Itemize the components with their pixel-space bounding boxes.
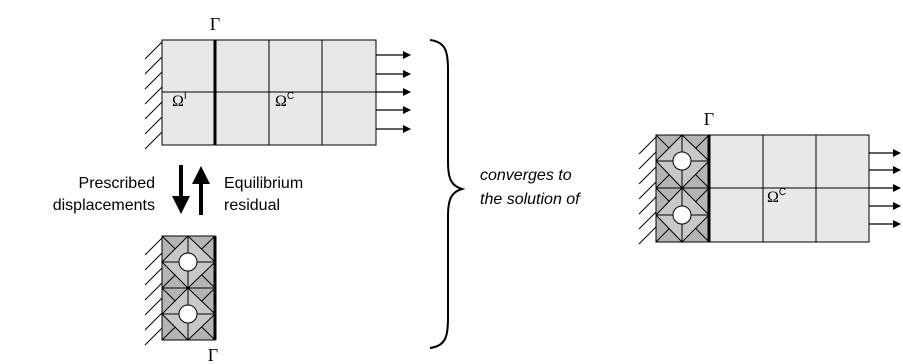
top-gamma-label: Γ [210,14,220,34]
converges-label-line1: converges to [480,167,572,184]
right-atom-lower [672,205,692,225]
right-atom-upper [672,151,692,171]
omega-i-label: ΩI [172,91,187,110]
right-gamma-label: Γ [704,109,714,129]
equilibrium-label-line1: Equilibrium [224,175,303,192]
equilibrium-label-line2: residual [224,197,280,214]
bottom-fine-mesh [161,235,216,341]
curly-brace [429,39,466,349]
top-load-arrows [376,51,411,133]
prescribed-displacements-arrow [172,165,190,214]
bottom-atom-lower [178,304,198,324]
omega-c-label: ΩC [275,91,294,110]
right-load-arrows [869,149,901,228]
bottom-gamma-label: Γ [208,345,218,364]
right-coarse-mesh-lines [709,135,869,242]
equilibrium-residual-arrow [192,166,210,215]
top-wall-hatching [144,40,163,150]
bottom-atom-upper [178,252,198,272]
prescribed-label-line2: displacements [53,197,155,214]
right-omega-c-label: ΩC [767,187,786,206]
top-mesh-lines [162,40,376,145]
converges-label-line2: the solution of [480,191,581,208]
bottom-wall-hatching [144,236,163,346]
exchange-arrows: Prescribed displacements Equilibrium res… [53,165,303,215]
top-domain: Γ ΩI ΩC [144,14,411,150]
right-domain: Γ ΩC [638,109,901,245]
bottom-fine-domain: Γ [144,235,218,364]
right-fine-mesh [655,134,710,243]
prescribed-label-line1: Prescribed [79,175,155,192]
right-wall-hatching [638,135,657,245]
